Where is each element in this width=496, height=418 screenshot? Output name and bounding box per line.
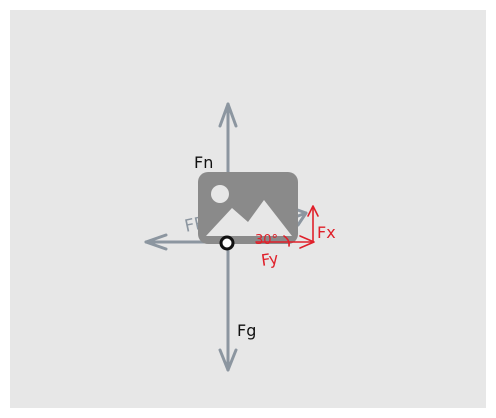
image-placeholder-icon (198, 172, 298, 244)
x-component-label: Fx (317, 223, 336, 242)
normal-force-label: Fn (194, 153, 213, 172)
angle-label: 30° (255, 233, 278, 248)
y-component-label: Fy (260, 249, 280, 270)
free-body-diagram: FRICTION 30° Fx Fy Fn Fg (144, 102, 336, 372)
diagram-canvas: FRICTION 30° Fx Fy Fn Fg (10, 10, 486, 408)
force-components (255, 205, 319, 249)
origin-point (219, 235, 235, 251)
gravity-force-label: Fg (237, 321, 256, 340)
